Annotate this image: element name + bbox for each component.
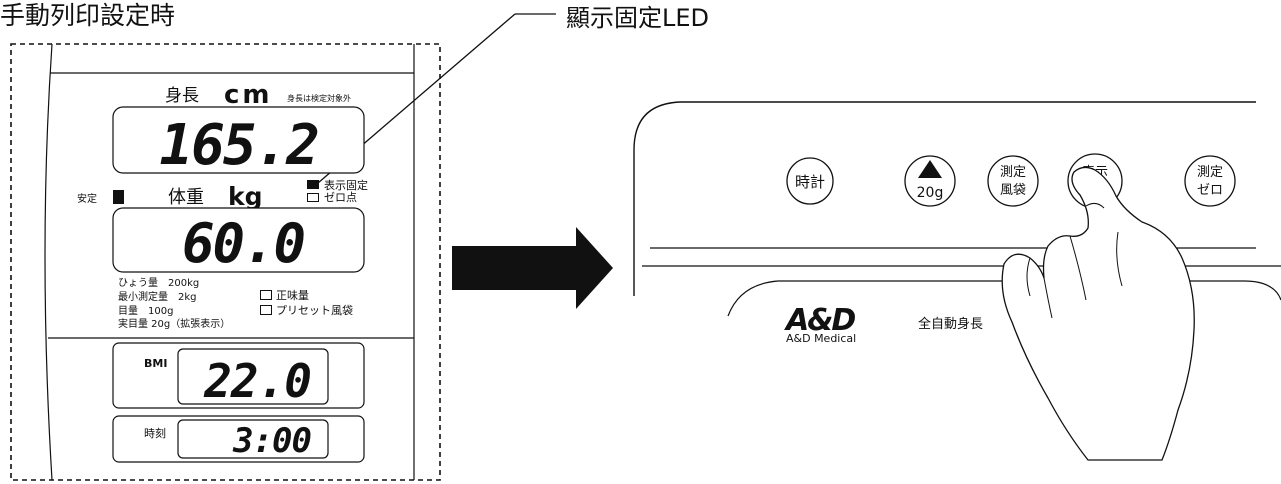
device-lower-panel-edge [727,280,1281,317]
device-top-edge [633,101,1256,296]
tare-button-line1: 測定 [1000,165,1026,180]
transition-arrow-icon [452,227,613,309]
stable-label: 安定 [77,192,97,205]
triangle-up-icon [918,160,942,178]
preset-label: プリセット風袋 [276,303,353,317]
height-unit: cm [224,80,273,110]
tare-button-line2: 風袋 [1000,183,1026,198]
zero-led-label: ゼロ点 [324,191,357,204]
height-header: 身長 [165,86,199,106]
hold-led-label: 表示固定 [324,178,368,192]
weight-header: 体重 [168,187,204,208]
zero-button-line1: 測定 [1197,165,1223,180]
zero-led-icon [307,193,319,202]
bmi-lcd-value: 22.0 [203,354,311,408]
bmi-label: BMI [144,357,167,370]
brand-subtitle: A&D Medical [786,332,856,345]
callout-label: 顯示固定LED [566,4,709,32]
finger-crease-3 [1116,231,1123,287]
zero-button[interactable] [1184,155,1236,207]
up-button-value: 20g [917,185,944,201]
time-lcd-value: 3:00 [232,421,311,461]
clock-button[interactable] [786,157,834,205]
preset-led-icon [260,305,272,315]
time-label: 時刻 [144,426,166,440]
finger-crease-1 [1043,277,1053,319]
panel-dashed-frame [10,43,441,481]
spec-scale: 目量 100g [118,305,173,317]
clock-button-label: 時計 [795,173,825,191]
page-title: 手動列印設定時 [0,1,175,30]
time-lcd-frame [177,419,329,459]
display-panel: 身長 cm 身長は検定対象外 165.2 安定 体重 kg 表示固定 ゼロ点 6… [44,43,415,481]
spec-actual: 実目量 20g（拡張表示） [118,317,230,330]
product-name: 全自動身長 [918,316,983,332]
weight-lcd-frame [112,207,365,273]
device-panel: 時計 20g 測定 風袋 測定 ゼロ 表示 A&D A&D Medical 全自… [633,101,1281,461]
fingernail-line [1085,202,1105,209]
bmi-lcd-frame [177,348,329,405]
net-led-icon [260,290,272,300]
weight-lcd-value: 60.0 [182,212,305,275]
height-lcd-value: 165.2 [159,113,318,178]
thumb-crease [1026,257,1031,297]
hold-led-icon [307,180,319,189]
finger-crease-2 [1069,235,1087,301]
spec-min: 最小測定量 2kg [118,290,197,303]
up-button[interactable] [904,155,956,207]
brand-logo: A&D [784,303,855,338]
height-lcd-frame [112,106,365,174]
tare-button[interactable] [987,155,1039,207]
panel-left-edge [44,43,53,481]
net-label: 正味量 [276,289,309,302]
zero-button-line2: ゼロ [1197,183,1223,198]
weight-unit: kg [228,182,263,211]
spec-capacity: ひょう量 200kg [118,277,199,289]
finger-hand-icon [1001,166,1195,461]
height-note: 身長は検定対象外 [287,93,351,103]
stable-led-icon [113,190,124,204]
